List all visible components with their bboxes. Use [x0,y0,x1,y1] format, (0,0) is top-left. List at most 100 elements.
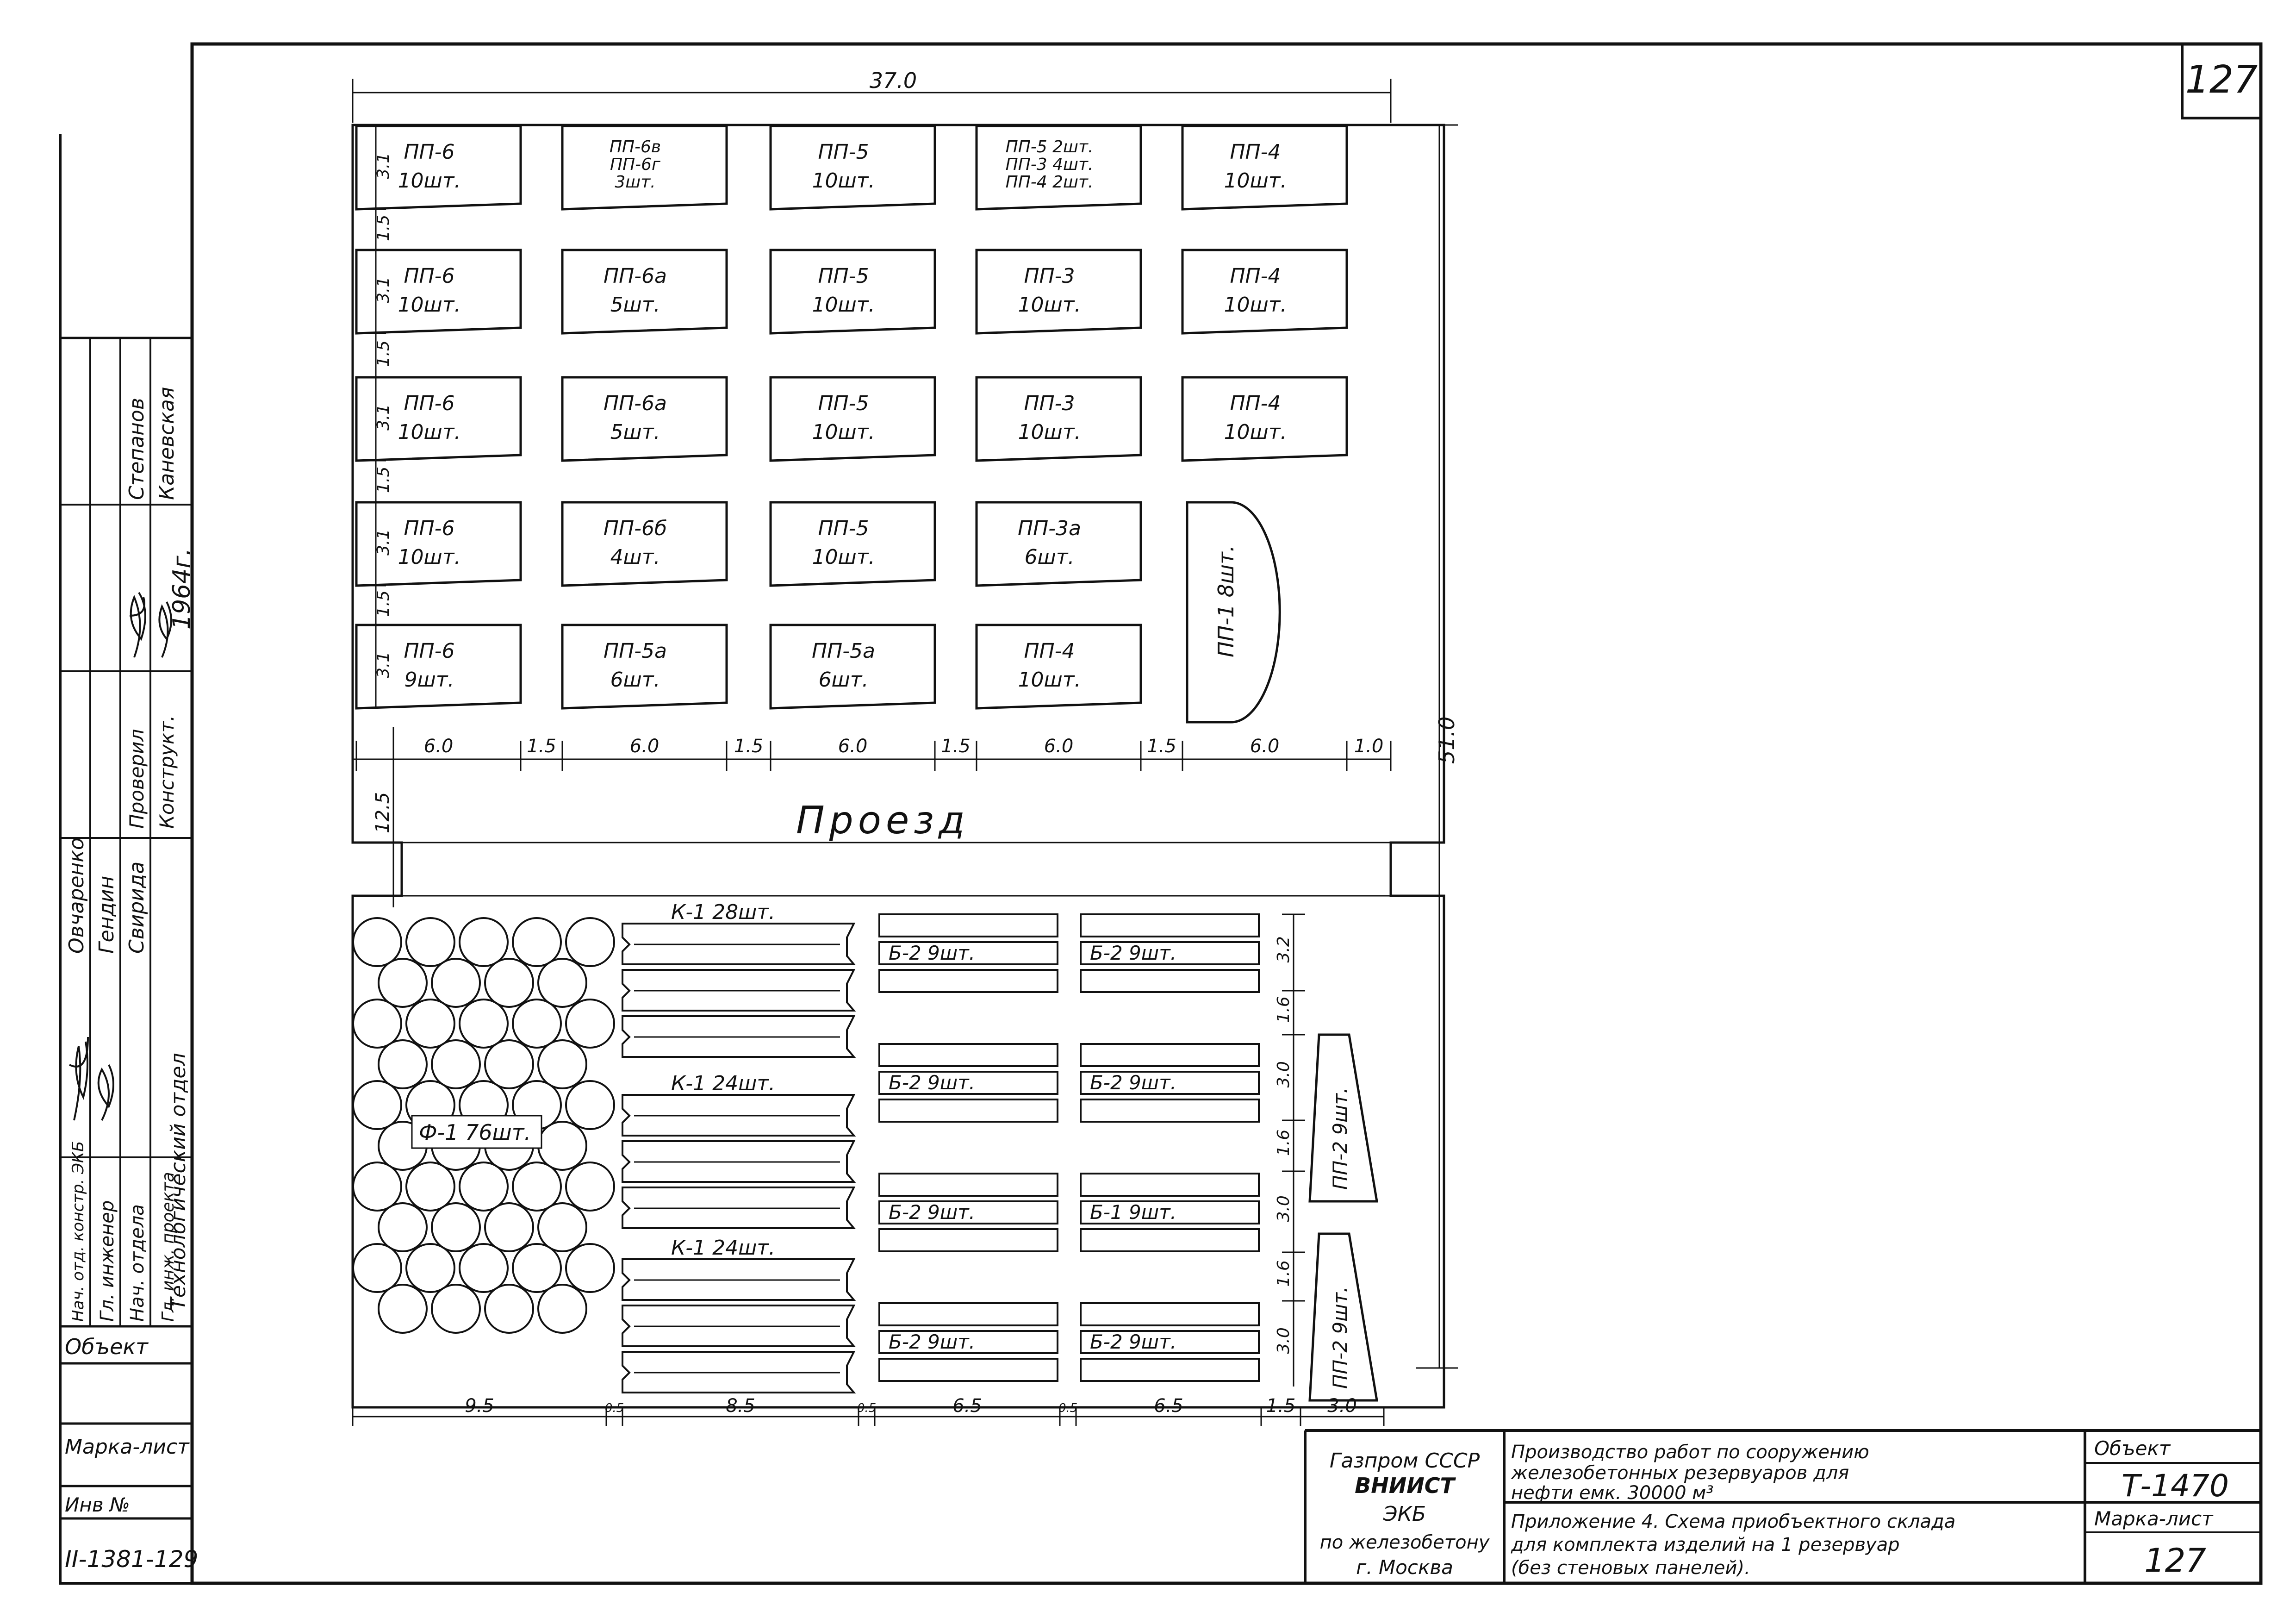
column-outline [622,1187,856,1229]
slab-outline [561,125,728,211]
bottom-dim-label: 0.5 [605,1401,624,1415]
row-height-label: 3.1 [374,153,393,179]
foundation-block [459,917,509,967]
slab-label: ПП-6б [604,517,667,540]
slab-label: 3шт. [615,173,655,192]
foundation-block [484,958,534,1008]
stamp-year: 1964г. [168,548,196,630]
slab-width-label: 1.5 [941,736,971,757]
foundation-block [431,1039,481,1089]
foundation-block [565,1243,615,1293]
org-line-3: ЭКБ [1383,1502,1426,1526]
slab-outline [355,125,522,211]
foundation-block [565,1162,615,1212]
slab-label: ПП-6 [404,639,454,663]
slab-outline [975,249,1142,335]
slab-outline [1181,125,1348,211]
column-stack-label: К-1 24шт. [671,1072,775,1095]
slab-label: ПП-5 [818,264,869,288]
slab-label: ПП-6г [610,155,661,174]
slab-label: ПП-6 [404,392,454,415]
subtitle-line-2: для комплекта изделий на 1 резервуар [1511,1534,1900,1555]
half-slab-pp1: ПП-1 8шт. [1186,501,1281,724]
slab-outline [769,125,936,211]
slab-label: 6шт. [1025,545,1075,569]
beam-row-dim-label: 3.0 [1274,1327,1293,1354]
total-width-dimension: 37.0 [352,68,1392,123]
slab-label: ПП-6 [404,140,454,164]
bottom-dim-label: 0.5 [857,1401,876,1415]
wall-panel-label-1: ПП-2 9шт. [1329,1087,1351,1190]
beam-outline [878,1173,1058,1197]
road-width-value: 12.5 [372,792,393,833]
beam-outline [878,1043,1058,1067]
foundation-block [537,1039,587,1089]
slab-outline [355,624,522,710]
slab-label: 10шт. [812,420,875,444]
foundation-block [484,1284,534,1334]
beam-outline [1080,1302,1260,1326]
road-label: Проезд [796,799,970,843]
bottom-dim-label: 8.5 [726,1395,755,1417]
foundation-block [352,1080,402,1130]
foundation-label: Ф-1 76шт. [419,1120,531,1145]
road-width-dimension: 12.5 [372,727,394,907]
beam-outline [1080,1330,1260,1354]
foundation-block [565,999,615,1049]
signature-1 [69,1037,89,1121]
slab-width-label: 6.0 [424,736,454,757]
beam-outline [878,969,1058,993]
slab-label: ПП-6 [404,264,454,288]
row-height-label: 1.5 [374,467,393,493]
slab-outline [975,125,1142,211]
beam-outline [1080,1228,1260,1252]
slab-label: 10шт. [398,293,461,317]
slab-label: ПП-3 4шт. [1006,155,1094,174]
slab-label: 10шт. [1224,293,1287,317]
slab-outline [975,624,1142,710]
left-stamp: Нач. отд. констр. ЭКБ Гл. инженер Нач. о… [59,134,198,1585]
slab-label: 5шт. [610,293,660,317]
slab-label: ПП-4 [1230,264,1281,288]
stamp-object-label: Объект [65,1334,149,1359]
beam-outline [878,1200,1058,1224]
beam-row-dimensions: 3.21.63.01.63.01.63.0 [1274,913,1305,1387]
slab-label: ПП-5а [604,639,667,663]
beam-outline [878,1228,1058,1252]
column-outline [622,1140,856,1183]
column-outline [622,1258,856,1301]
sheet-number-box: 127 [2181,44,2261,119]
slab-label: 10шт. [1018,420,1081,444]
beam-row-dim-label: 3.2 [1274,936,1293,962]
slab-outline [769,376,936,462]
beam-label: Б-2 9шт. [1090,1071,1176,1094]
slab-label: 10шт. [1224,420,1287,444]
foundation-block [484,1039,534,1089]
slab-label: ПП-4 [1024,639,1075,663]
beam-row-dim-label: 1.6 [1274,1130,1293,1156]
slab-width-label: 1.5 [527,736,556,757]
beam-outline [1080,1173,1260,1197]
beam-outline [1080,1358,1260,1382]
stamp-name-svirida: Свирида [125,862,149,954]
row-height-label: 3.1 [374,277,393,303]
slab-label: 10шт. [398,545,461,569]
slab-label: ПП-5 2шт. [1006,137,1094,156]
column-stack [622,923,856,1058]
beam-stack: Б-1 9шт. [1080,1173,1260,1252]
wall-panel-stack-1: ПП-2 9шт. [1308,1033,1378,1203]
column-outline [622,1094,856,1137]
slab-label: ПП-6в [610,137,661,156]
foundation-block [378,1039,428,1089]
beam-outline [878,913,1058,937]
column-outline [622,1305,856,1347]
